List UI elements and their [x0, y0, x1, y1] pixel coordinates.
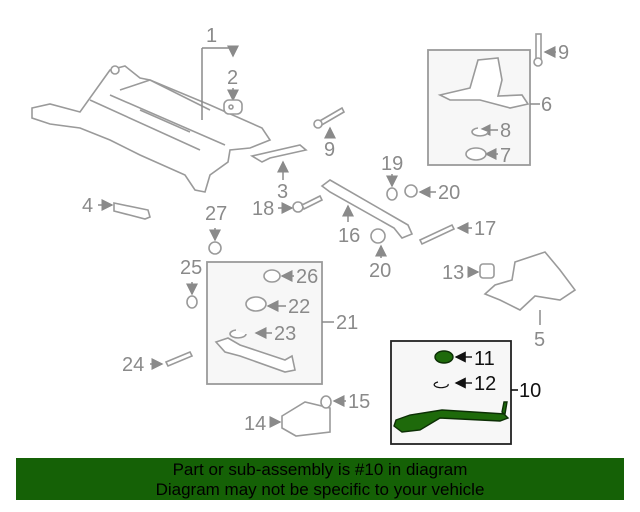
callout-11[interactable]: 11 [474, 348, 495, 370]
banner-line-2: Diagram may not be specific to your vehi… [155, 480, 485, 499]
callout-23[interactable]: 23 [274, 323, 296, 345]
callout-10[interactable]: 10 [519, 380, 541, 402]
callout-2[interactable]: 2 [227, 67, 238, 89]
bushing-part[interactable] [479, 263, 495, 279]
callout-3[interactable]: 3 [277, 181, 288, 203]
highlight-notice-banner: Part or sub-assembly is #10 in diagram D… [16, 458, 624, 500]
knuckle-part[interactable] [483, 251, 577, 311]
nut-part[interactable] [404, 184, 418, 198]
highlighted-lower-arm-part[interactable] [393, 401, 510, 433]
lower-arm-part[interactable] [214, 337, 296, 373]
bushing-part[interactable] [223, 99, 243, 115]
bumper-part[interactable] [263, 269, 281, 283]
nut-part[interactable] [320, 395, 332, 409]
callout-18[interactable]: 18 [252, 198, 274, 220]
bolt-part[interactable] [533, 33, 543, 67]
callout-24[interactable]: 24 [122, 354, 144, 376]
callout-5[interactable]: 5 [534, 329, 545, 351]
callout-6[interactable]: 6 [541, 94, 552, 116]
callout-25[interactable]: 25 [180, 257, 202, 279]
callout-27[interactable]: 27 [205, 203, 227, 225]
callout-12[interactable]: 12 [474, 373, 496, 395]
nut-part[interactable] [208, 241, 222, 255]
callout-26[interactable]: 26 [296, 266, 318, 288]
upper-arm-part[interactable] [437, 57, 530, 109]
callout-4[interactable]: 4 [82, 195, 93, 217]
callout-13[interactable]: 13 [442, 262, 464, 284]
callout-9[interactable]: 9 [558, 42, 569, 64]
banner-line-1: Part or sub-assembly is #10 in diagram [172, 460, 468, 479]
callout-17[interactable]: 17 [474, 218, 496, 240]
clip-part[interactable] [229, 329, 247, 339]
bracket-part[interactable] [281, 401, 331, 437]
highlighted-cap-part[interactable] [434, 350, 454, 364]
cap-part[interactable] [245, 296, 267, 312]
callout-20[interactable]: 20 [438, 182, 460, 204]
callout-22[interactable]: 22 [288, 296, 310, 318]
bushing-part[interactable] [465, 147, 487, 161]
callout-16[interactable]: 16 [338, 225, 360, 247]
callout-21[interactable]: 21 [336, 312, 358, 334]
callout-7[interactable]: 7 [500, 145, 511, 167]
callout-20[interactable]: 20 [369, 260, 391, 282]
bolt-part[interactable] [418, 223, 456, 246]
washer-part[interactable] [186, 295, 198, 309]
nut-part[interactable] [370, 228, 386, 244]
callout-15[interactable]: 15 [348, 391, 370, 413]
callout-14[interactable]: 14 [244, 413, 266, 435]
bolt-part[interactable] [164, 350, 194, 368]
callout-8[interactable]: 8 [500, 120, 511, 142]
plate-part[interactable] [113, 202, 151, 220]
nut-part[interactable] [292, 201, 304, 213]
washer-part[interactable] [386, 187, 398, 201]
clip-part[interactable] [471, 127, 489, 137]
subframe-part[interactable] [31, 65, 272, 193]
callout-9[interactable]: 9 [324, 139, 335, 161]
callout-1[interactable]: 1 [206, 25, 217, 47]
callout-19[interactable]: 19 [381, 153, 403, 175]
lateral-link-part[interactable] [320, 179, 414, 239]
bracket-part[interactable] [249, 144, 308, 163]
